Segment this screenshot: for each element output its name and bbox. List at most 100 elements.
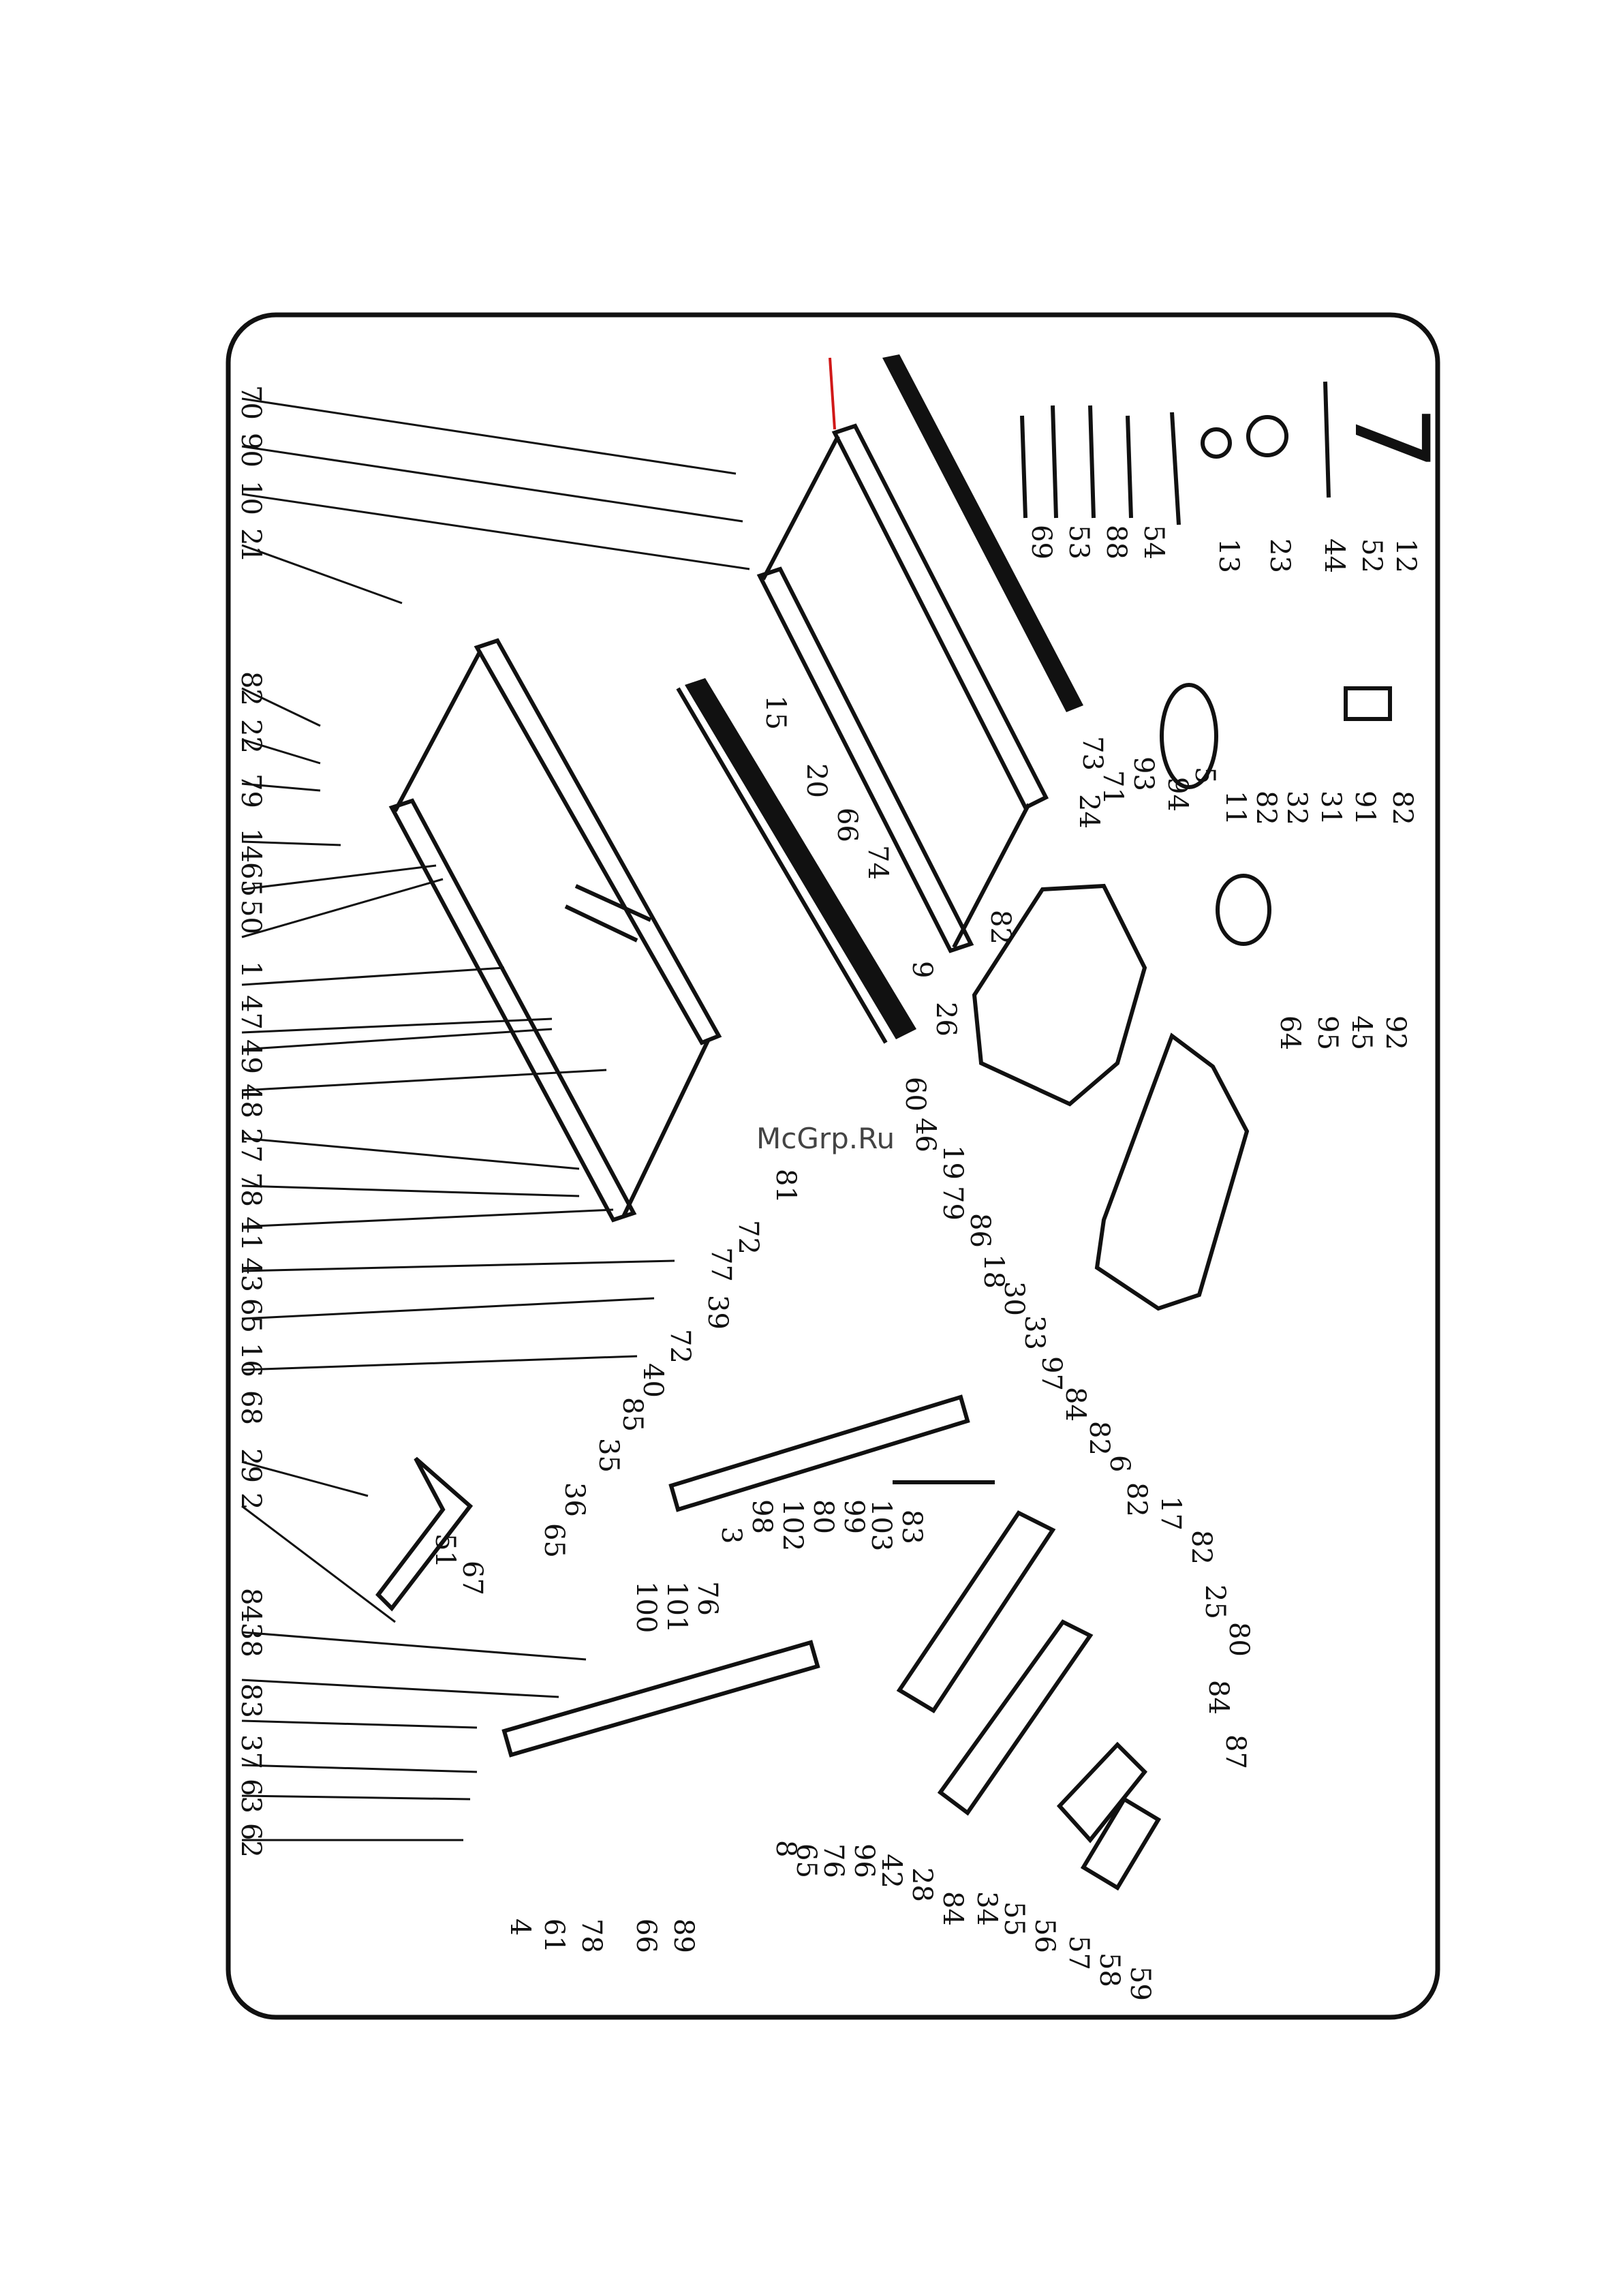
callout-33: 33 — [1019, 1315, 1050, 1350]
callout-32: 32 — [1281, 791, 1312, 825]
callout-94: 94 — [1162, 777, 1193, 812]
callout-18: 18 — [978, 1254, 1009, 1289]
callout-97: 97 — [1036, 1356, 1067, 1391]
callout-85: 85 — [617, 1397, 648, 1432]
callout-79h: 79 — [937, 1186, 968, 1221]
callout-28: 28 — [906, 1867, 938, 1902]
callout-82: 82 — [235, 671, 266, 706]
handrail — [375, 1456, 474, 1612]
callout-68: 68 — [235, 1390, 266, 1425]
callout-48: 48 — [235, 1084, 266, 1118]
side-rail-right — [882, 354, 1083, 712]
callout-55: 55 — [998, 1901, 1030, 1936]
callout-76b: 76 — [818, 1843, 849, 1878]
callout-76: 76 — [692, 1581, 723, 1616]
accessory-bars — [1020, 381, 1331, 525]
callout-83f: 83 — [896, 1510, 927, 1544]
callout-9: 9 — [906, 961, 938, 978]
diagram-border — [226, 312, 1440, 2020]
callout-39: 39 — [702, 1295, 733, 1330]
callout-8438: 8438 — [235, 1588, 266, 1657]
callout-82j: 82 — [1186, 1530, 1217, 1565]
uprights — [501, 1394, 995, 1758]
callout-60: 60 — [899, 1077, 931, 1112]
callout-65f: 65 — [538, 1523, 570, 1558]
callout-19: 19 — [937, 1145, 968, 1180]
callout-63: 63 — [235, 1779, 266, 1813]
callout-36: 36 — [559, 1482, 590, 1517]
callout-37: 37 — [235, 1734, 266, 1769]
watermark: McGrp.Ru — [756, 1122, 895, 1155]
callout-1: 1 — [235, 961, 266, 978]
page-number: 7 — [1331, 405, 1450, 470]
callout-70: 70 — [235, 385, 266, 420]
callout-35: 35 — [593, 1438, 624, 1473]
callout-59: 59 — [1124, 1966, 1156, 2001]
callout-40: 40 — [637, 1363, 668, 1398]
callout-34: 34 — [971, 1891, 1002, 1926]
callout-89: 89 — [668, 1918, 699, 1953]
callout-71: 71 — [1097, 770, 1128, 805]
callout-93: 93 — [1128, 756, 1159, 791]
callout-73: 73 — [1077, 736, 1108, 771]
callout-8: 8 — [770, 1840, 801, 1857]
callout-41: 41 — [235, 1216, 266, 1251]
callout-72b: 72 — [664, 1329, 696, 1364]
callout-91: 91 — [1349, 791, 1380, 825]
callout-90: 90 — [235, 433, 266, 468]
callout-69: 69 — [1025, 525, 1057, 560]
console-boards — [896, 1510, 1162, 1891]
callout-5: 5 — [1189, 767, 1220, 784]
callout-3: 3 — [715, 1527, 747, 1544]
callout-53: 53 — [1063, 525, 1094, 560]
callout-74: 74 — [862, 845, 893, 880]
callout-86: 86 — [964, 1213, 995, 1248]
callout-95: 95 — [1312, 1015, 1343, 1050]
callout-92: 92 — [1380, 1015, 1411, 1050]
callout-82h: 82 — [1083, 1421, 1115, 1456]
callout-82o: 82 — [985, 910, 1016, 945]
callout-44: 44 — [1318, 538, 1350, 573]
callout-17: 17 — [1155, 1496, 1186, 1531]
callout-79: 79 — [235, 774, 266, 808]
callout-13: 13 — [1213, 538, 1244, 573]
side-rail-left — [676, 678, 916, 1044]
callout-77: 77 — [705, 1247, 737, 1282]
callout-31: 31 — [1315, 791, 1346, 825]
callout-46: 46 — [910, 1118, 941, 1152]
callouts-frame: 15 20 81 72 77 39 72 40 85 35 36 65 67 5… — [429, 695, 927, 1633]
callout-84c: 84 — [1203, 1680, 1234, 1715]
callout-67: 67 — [457, 1561, 488, 1595]
motor-hood — [972, 883, 1250, 1311]
callout-78: 78 — [235, 1172, 266, 1207]
callout-43: 43 — [235, 1257, 266, 1292]
callout-50: 50 — [235, 900, 266, 934]
callout-54: 54 — [1138, 525, 1169, 560]
callout-103: 103 — [865, 1499, 897, 1551]
callout-10: 10 — [235, 480, 266, 515]
callout-45: 45 — [1346, 1015, 1377, 1050]
callout-27: 27 — [235, 1128, 266, 1163]
running-deck — [756, 357, 1049, 953]
callout-83: 83 — [235, 1683, 266, 1718]
callout-72: 72 — [732, 1220, 764, 1255]
callout-57: 57 — [1063, 1935, 1094, 1970]
callout-51: 51 — [429, 1533, 461, 1568]
callout-30: 30 — [998, 1281, 1030, 1316]
callout-62: 62 — [235, 1823, 266, 1858]
callout-15: 15 — [760, 695, 791, 730]
callout-99: 99 — [838, 1499, 869, 1534]
callout-6: 6 — [1104, 1455, 1135, 1472]
callout-82i: 82 — [1121, 1482, 1152, 1517]
callout-20: 20 — [801, 763, 832, 798]
callout-29: 29 — [235, 1448, 266, 1483]
callout-49: 49 — [235, 1039, 266, 1074]
callout-64: 64 — [1274, 1015, 1305, 1050]
callout-21: 21 — [235, 528, 266, 563]
callout-96: 96 — [848, 1843, 880, 1878]
drive-motor — [1160, 683, 1392, 946]
callout-61: 61 — [538, 1918, 570, 1953]
callout-2: 2 — [235, 1493, 266, 1510]
callout-23: 23 — [1264, 538, 1295, 573]
